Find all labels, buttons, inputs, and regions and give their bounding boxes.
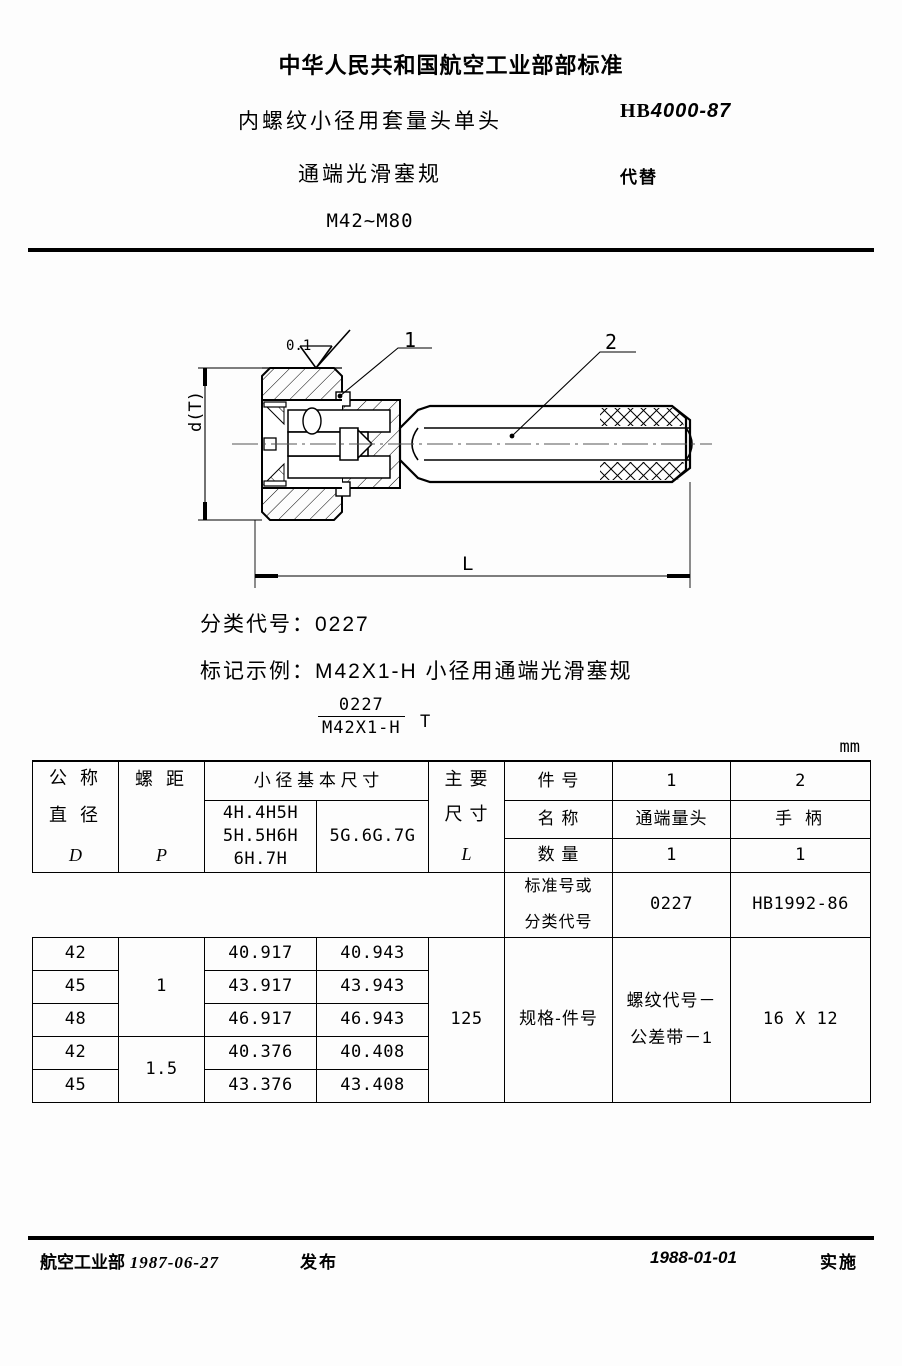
- standard-number: HB4000-87: [620, 100, 731, 123]
- plug-gauge-drawing-svg: [198, 329, 712, 588]
- row-0-dH: 40.917: [204, 936, 317, 971]
- header-part-no: 件 号: [504, 760, 613, 801]
- header-pitch: 螺 距 P: [118, 759, 205, 873]
- subtitle-line-1: 内螺纹小径用套量头单头: [238, 110, 502, 133]
- part-1-spec-l2: 公差带－1: [630, 1027, 713, 1047]
- spec-label: 规格-件号: [504, 936, 613, 1103]
- footer-effective-label: 实施: [820, 1253, 858, 1272]
- part-2-number: 2: [730, 760, 871, 801]
- row-2-dG: 46.943: [316, 1002, 429, 1037]
- part-2-name: 手 柄: [730, 800, 871, 839]
- part-1-spec-l1: 螺纹代号－: [626, 990, 717, 1010]
- marking-fraction-denominator: M42X1-H: [322, 718, 401, 738]
- row-2-D: 48: [32, 1002, 119, 1037]
- header-nominal-diameter: 公 称 直 径 D: [32, 759, 119, 873]
- table-row: 45 43.917 43.943: [32, 969, 871, 1004]
- technical-drawing: [0, 300, 902, 620]
- header-nominal-diameter-symbol: D: [69, 845, 82, 866]
- header-tolerance-group-2: 5G.6G.7G: [316, 800, 429, 873]
- part-1-name: 通端量头: [612, 800, 731, 839]
- row-4-dH: 43.376: [204, 1068, 317, 1103]
- header-pitch-symbol: P: [156, 844, 167, 865]
- row-1-dH: 43.917: [204, 969, 317, 1004]
- row-0-dG: 40.943: [316, 936, 429, 971]
- row-1-dG: 43.943: [316, 969, 429, 1004]
- footer-issuer: 航空工业部: [40, 1253, 125, 1272]
- subtitle-size-range: M42~M80: [326, 210, 414, 232]
- header-tolerance-group-1: 4H.4H5H 5H.5H6H 6H.7H: [204, 800, 317, 873]
- spec-table: 公 称 直 径 D 螺 距 P 小 径 基 本 尺 寸 主 要 尺 寸: [32, 759, 871, 1103]
- table-header-row-3: 数 量 1 1: [33, 837, 871, 873]
- part-label-1: 1: [404, 328, 417, 352]
- part-2-spec: 16 X 12: [730, 936, 871, 1103]
- footer-issuer-block: 航空工业部 1987-06-27: [40, 1248, 219, 1273]
- header-nominal-diameter-l2: 直 径: [48, 804, 102, 825]
- header-main-dim-l2: 尺 寸: [444, 803, 489, 824]
- marking-fraction-numerator: 0227: [318, 695, 405, 717]
- header-main-dimension: 主 要 尺 寸 L: [428, 759, 505, 873]
- dim-length-label: L: [462, 553, 474, 575]
- header-quantity: 数 量: [504, 837, 613, 873]
- part-label-2: 2: [605, 330, 618, 354]
- tol-grp1-l1: 4H.4H5H: [222, 803, 299, 823]
- part-1-quantity: 1: [612, 837, 731, 873]
- subtitle-line-2: 通端光滑塞规: [298, 163, 442, 186]
- part-1-std-code: 0227: [612, 871, 731, 938]
- dim-diameter-label: d(T): [186, 391, 206, 432]
- row-1-D: 45: [32, 969, 119, 1004]
- table-row: 48 46.917 46.943: [32, 1002, 871, 1037]
- row-2-dH: 46.917: [204, 1002, 317, 1037]
- standard-number-value: 4000-87: [650, 100, 732, 122]
- row-group-pitch-2: 1.5: [118, 1035, 205, 1103]
- header-std-code-l2: 分类代号: [524, 913, 593, 931]
- header-std-code: 标准号或 分类代号: [504, 871, 613, 938]
- header-main-dim-l1: 主 要: [444, 769, 489, 790]
- standard-prefix: HB: [620, 100, 651, 122]
- footer-effective-date: 1988-01-01: [650, 1248, 737, 1267]
- header-nominal-diameter-l1: 公 称: [48, 768, 102, 789]
- part-2-std-code: HB1992-86: [730, 871, 871, 938]
- row-3-dH: 40.376: [204, 1035, 317, 1070]
- header-main-dim-symbol: L: [461, 844, 472, 865]
- row-4-dG: 43.408: [316, 1068, 429, 1103]
- header-minor-diameter-basic: 小 径 基 本 尺 寸: [204, 760, 429, 801]
- table-header-row-4: 标准号或 分类代号 0227 HB1992-86: [33, 871, 871, 938]
- specification-table: 公 称 直 径 D 螺 距 P 小 径 基 本 尺 寸 主 要 尺 寸: [32, 759, 871, 1103]
- table-header-row-1: 公 称 直 径 D 螺 距 P 小 径 基 本 尺 寸 主 要 尺 寸: [32, 759, 871, 873]
- footer-publish-label: 发布: [300, 1253, 338, 1272]
- tol-grp1-l2: 5H.5H6H: [222, 825, 299, 846]
- header-std-code-l1: 标准号或: [524, 878, 593, 896]
- main-dim-value: 125: [428, 936, 505, 1103]
- leader-line-2: [511, 351, 636, 437]
- row-3-D: 42: [32, 1035, 119, 1070]
- part-1-number: 1: [612, 760, 731, 801]
- roughness-value: 0.1: [286, 338, 312, 354]
- marking-example-note: 标记示例：M42X1-H 小径用通端光滑塞规: [200, 660, 633, 683]
- header-pitch-label: 螺 距: [134, 768, 188, 789]
- row-group-pitch-1: 1: [118, 936, 205, 1037]
- table-unit-label: mm: [839, 737, 860, 757]
- row-0-D: 42: [32, 936, 119, 971]
- part-1-spec: 螺纹代号－ 公差带－1: [612, 936, 731, 1103]
- marking-fraction: 0227 M42X1-H: [318, 695, 405, 738]
- leader-line-1: [339, 347, 432, 397]
- tol-grp1-l3: 6H.7H: [233, 848, 288, 869]
- header-name: 名 称: [504, 800, 613, 839]
- footer-issue-date: 1987-06-27: [129, 1253, 220, 1272]
- row-3-dG: 40.408: [316, 1035, 429, 1070]
- header-divider: [28, 248, 874, 252]
- part-2-quantity: 1: [730, 837, 871, 873]
- table-row: 45 43.376 43.408: [32, 1068, 871, 1103]
- row-4-D: 45: [32, 1068, 119, 1103]
- footer-divider: [28, 1236, 874, 1240]
- marking-fraction-suffix: T: [420, 712, 431, 732]
- replaces-label: 代替: [620, 168, 658, 187]
- page-title: 中华人民共和国航空工业部部标准: [278, 53, 624, 78]
- table-row: 42 1 40.917 40.943 125 规格-件号 螺纹代号－ 公差带－1…: [32, 936, 871, 1103]
- table-header-row-2: 4H.4H5H 5H.5H6H 6H.7H 5G.6G.7G 名 称 通端量头 …: [33, 800, 871, 873]
- classification-code-note: 分类代号：0227: [200, 613, 370, 636]
